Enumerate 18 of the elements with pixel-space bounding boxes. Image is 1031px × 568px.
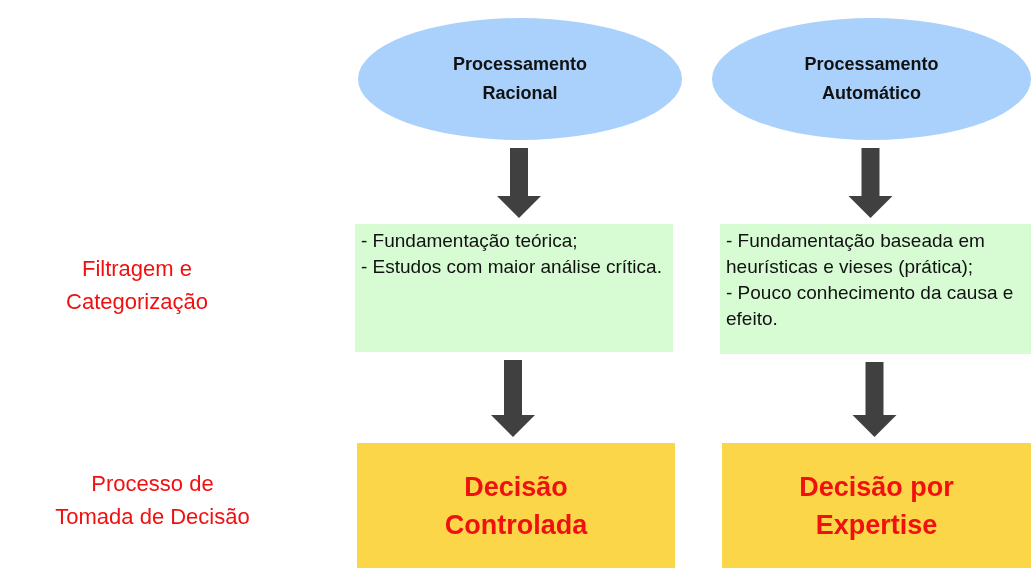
- note-text: - Fundamentação teórica;: [361, 229, 579, 253]
- note-box: [355, 224, 673, 352]
- note-text: - Estudos com maior análise crítica.: [361, 255, 663, 279]
- decision-box: [722, 443, 1031, 568]
- block-arrow: [491, 360, 535, 437]
- row-label: Processo de Tomada de Decisão: [54, 470, 251, 531]
- decision-box: [357, 443, 675, 568]
- note-box: [720, 224, 1031, 354]
- node-title: Processamento Automático: [803, 53, 940, 105]
- decision-label: Decisão por Expertise: [798, 470, 955, 542]
- block-arrow: [848, 148, 893, 218]
- block-arrow: [852, 362, 897, 437]
- block-arrow: [497, 148, 541, 218]
- node-title: Processamento Racional: [451, 53, 589, 105]
- row-label: Filtragem e Categorização: [65, 255, 209, 316]
- decision-label: Decisão Controlada: [443, 470, 589, 542]
- note-text: - Fundamentação baseada em heurísticas e vieses (prática);: [726, 229, 986, 279]
- note-text: - Pouco conhecimento da causa e efeito.: [726, 281, 1015, 331]
